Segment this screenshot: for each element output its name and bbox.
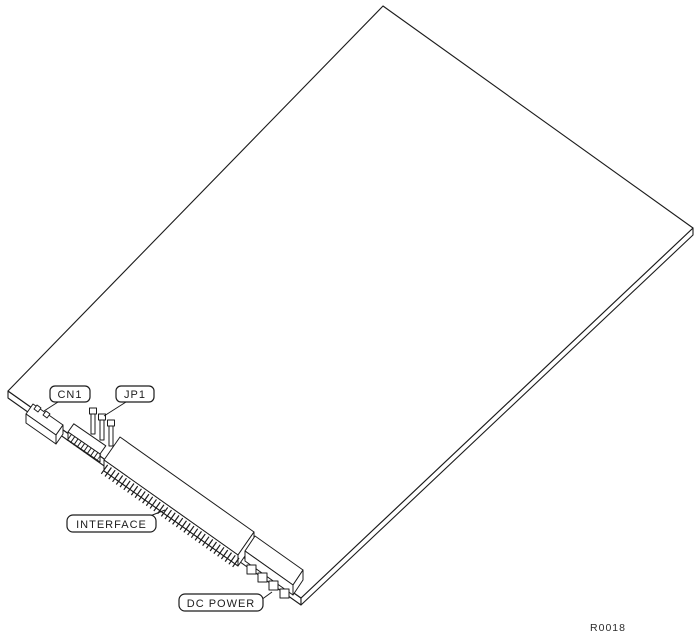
dc-power-callout-box <box>178 593 264 612</box>
cn1-pin <box>42 410 51 419</box>
jp1-leader-line <box>103 401 127 417</box>
jp1-jumper <box>66 407 115 463</box>
cn1-end-face <box>55 424 64 445</box>
cn1-callout-label: CN1 <box>57 389 82 401</box>
interface-callout: INTERFACE <box>66 509 166 533</box>
cn1-callout: CN1 <box>43 385 91 412</box>
interface-callout-box <box>66 514 157 533</box>
jp1-pin-cap <box>98 413 106 421</box>
interface-callout-label: INTERFACE <box>76 519 147 531</box>
dc-power-end-face <box>292 569 304 596</box>
jp1-callout-label: JP1 <box>124 389 146 401</box>
jp1-pin <box>90 413 96 435</box>
jp1-pin <box>99 419 105 441</box>
dc-power-pin <box>268 580 279 591</box>
dc-power-callout-label: DC POWER <box>187 598 256 610</box>
dc-power-pin <box>279 588 290 599</box>
interface-connector <box>100 436 255 569</box>
dc-power-connector <box>244 535 304 599</box>
cn1-leader-line <box>43 401 59 412</box>
dc-power-pin <box>257 572 268 583</box>
jp1-callout: JP1 <box>103 385 155 417</box>
jp1-callout-box <box>115 385 155 403</box>
interface-front-bottom-edge <box>103 470 239 567</box>
jp1-pin-cap <box>107 419 115 427</box>
cn1-callout-box <box>49 385 91 403</box>
jp1-pin <box>108 425 114 447</box>
jp1-pin-cap <box>89 407 97 415</box>
drawing-number: R0018 <box>590 622 626 634</box>
cn1-pin <box>33 404 42 413</box>
cn1-connector <box>25 403 64 445</box>
board-top-face <box>7 5 694 599</box>
dc-power-pin <box>246 564 257 575</box>
dc-power-callout: DC POWER <box>178 591 273 612</box>
